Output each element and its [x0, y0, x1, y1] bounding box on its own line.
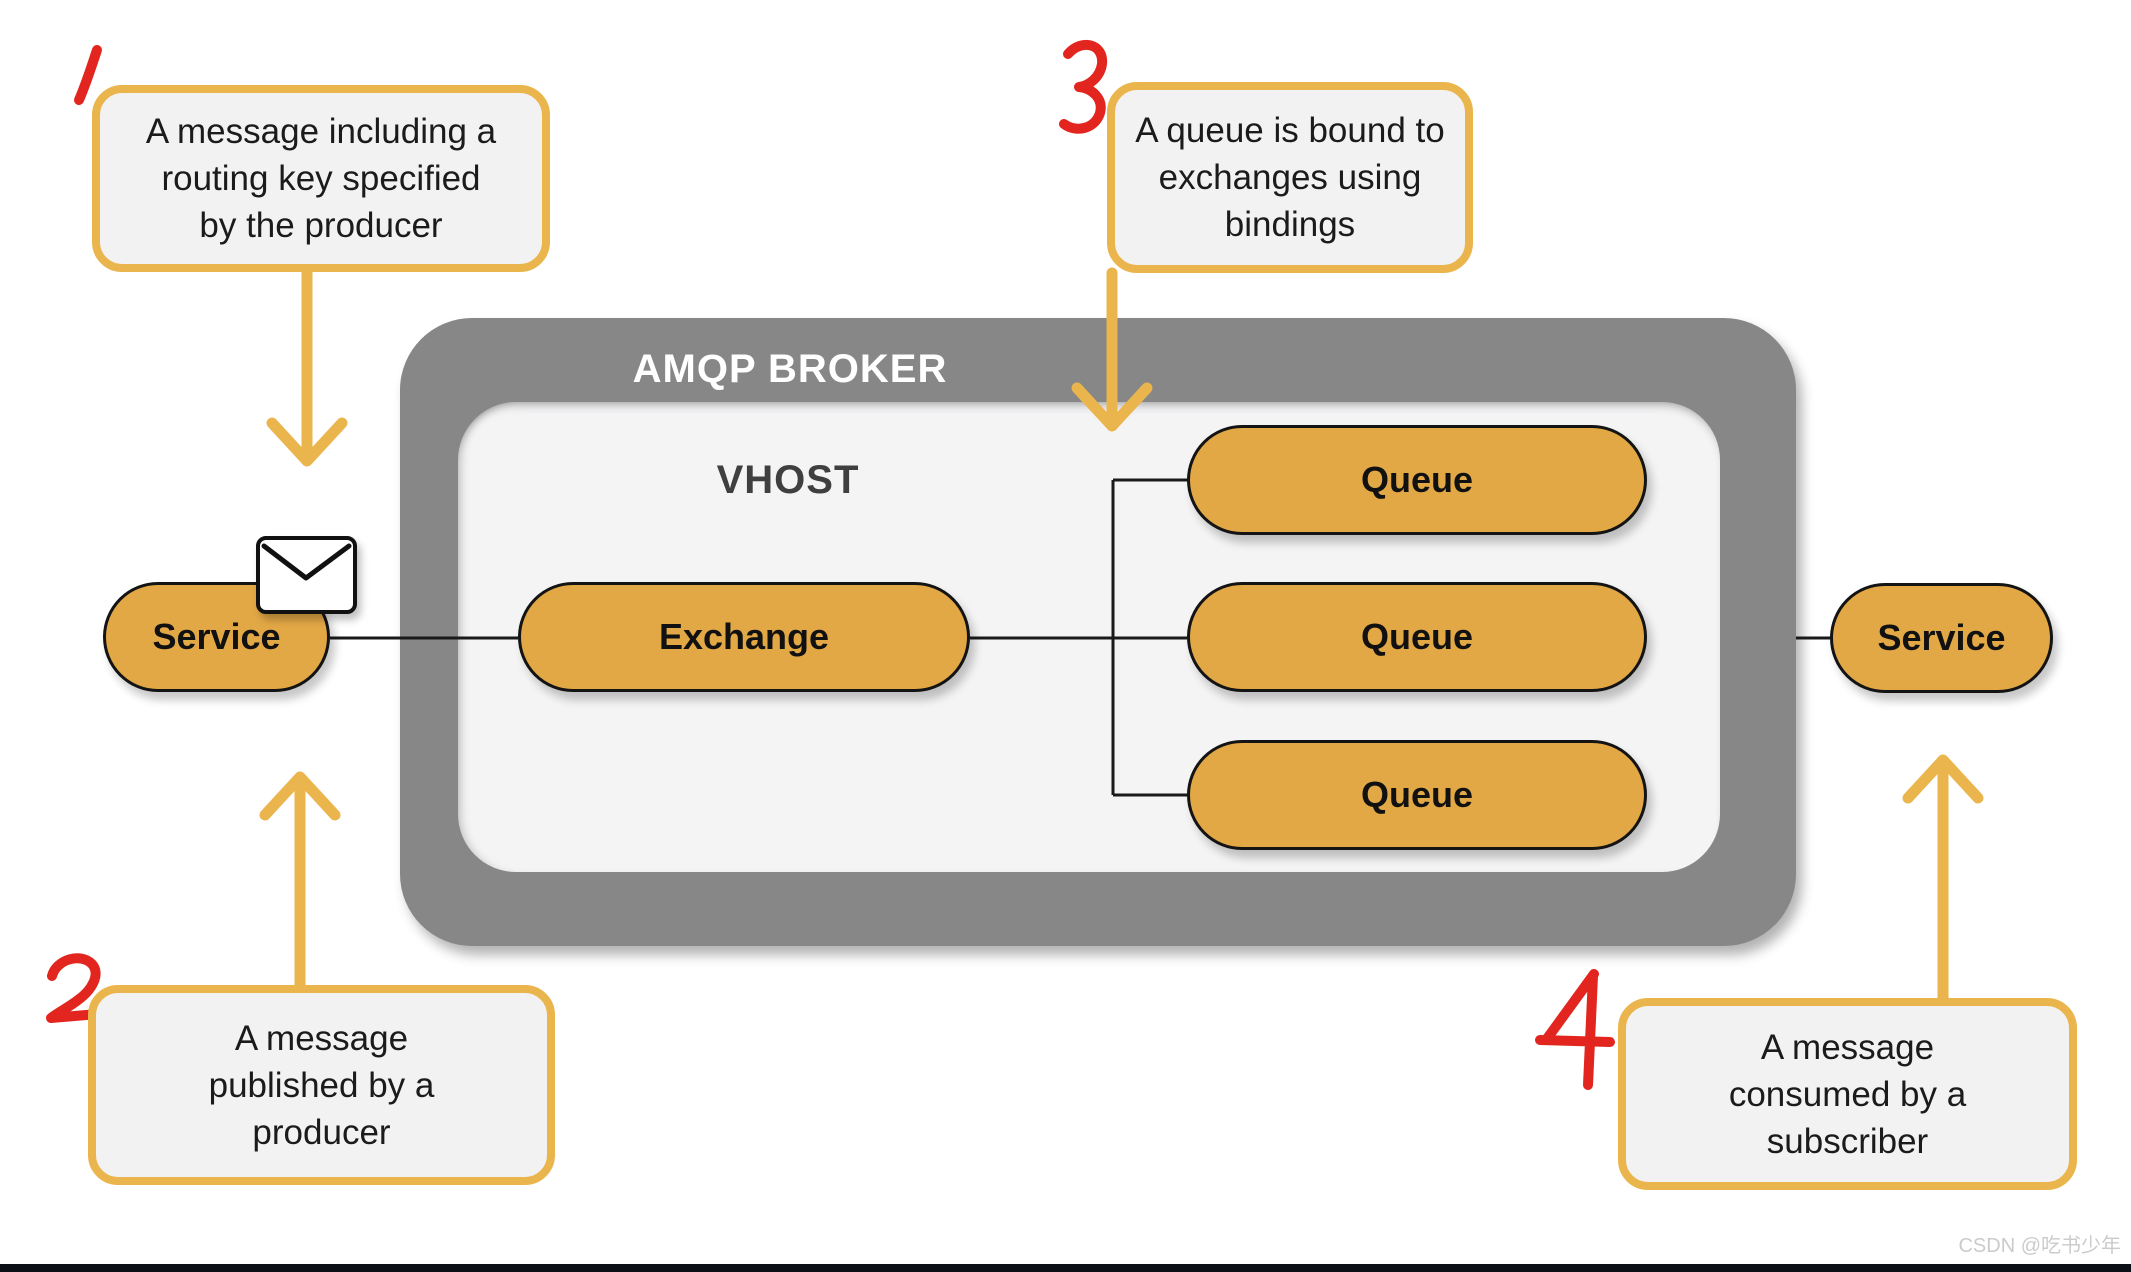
queue-node-3: Queue: [1187, 740, 1647, 850]
handwritten-number-1: [74, 45, 102, 105]
envelope-flap-icon: [261, 543, 352, 581]
exchange-label: Exchange: [658, 616, 830, 657]
callout-4-text: A message consumed by a subscriber: [1728, 1027, 1967, 1161]
callout-2: A message published by a producer: [88, 985, 555, 1185]
callout-2-text: A message published by a producer: [208, 1018, 435, 1152]
exchange-node: Exchange: [518, 582, 970, 692]
handwritten-number-3: [1059, 40, 1108, 134]
queue-3-label: Queue: [1360, 774, 1474, 815]
arrow-callout2-up-icon: [259, 771, 341, 991]
handwritten-number-4: [1535, 969, 1615, 1090]
vhost-title: VHOST: [716, 458, 860, 502]
message-envelope-icon: [256, 536, 357, 614]
arrow-callout1-down-icon: [266, 266, 348, 467]
consumer-service-node: Service: [1830, 583, 2053, 693]
consumer-service-label: Service: [1877, 617, 2006, 658]
producer-service-label: Service: [152, 616, 281, 657]
callout-3-text: A queue is bound to exchanges using bind…: [1135, 111, 1445, 244]
queue-node-2: Queue: [1187, 582, 1647, 692]
callout-1-text: A message including a routing key specif…: [145, 112, 497, 245]
amqp-broker-title: AMQP BROKER: [632, 347, 948, 391]
producer-service-node: Service: [103, 582, 330, 692]
callout-4: A message consumed by a subscriber: [1618, 998, 2077, 1190]
arrow-callout4-up-icon: [1902, 754, 1984, 1004]
watermark: CSDN @吃书少年: [1958, 1235, 2121, 1257]
queue-1-label: Queue: [1360, 459, 1474, 500]
bottom-bar: [0, 1264, 2131, 1272]
callout-1: A message including a routing key specif…: [92, 85, 550, 272]
callout-3: A queue is bound to exchanges using bind…: [1107, 82, 1473, 273]
queue-node-1: Queue: [1187, 425, 1647, 535]
queue-2-label: Queue: [1360, 616, 1474, 657]
